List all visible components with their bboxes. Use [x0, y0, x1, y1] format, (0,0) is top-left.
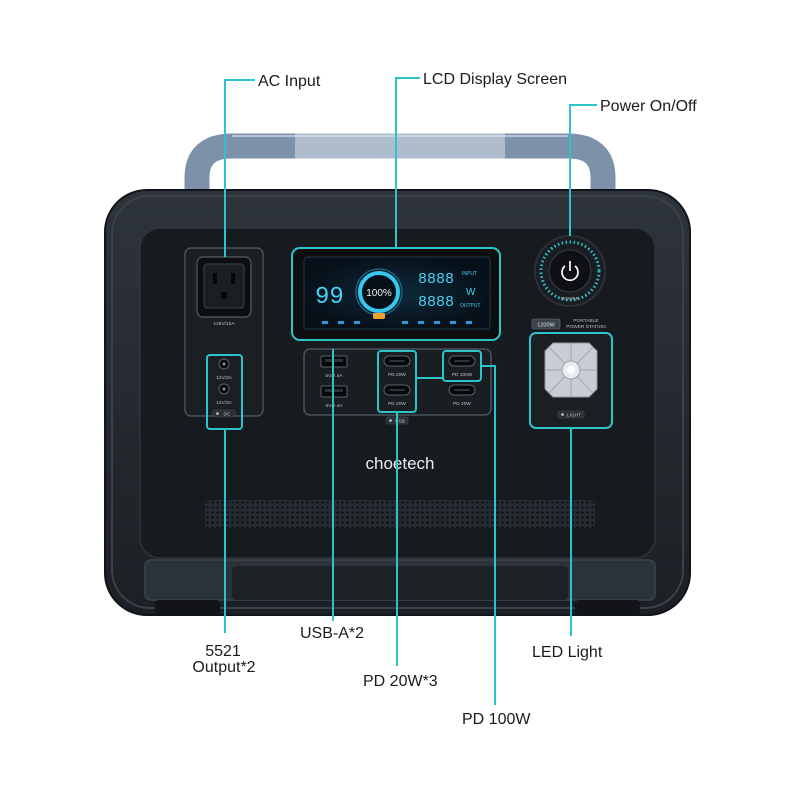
foot-right — [575, 600, 640, 614]
model-line-1: PORTABLE — [573, 318, 598, 324]
brand-logo: choetech — [366, 454, 435, 473]
lcd-status-icon — [322, 321, 328, 324]
label-usb-a: USB-A*2 — [300, 625, 364, 642]
lcd-unit: W — [466, 287, 476, 298]
label-pd-100w: PD 100W — [462, 711, 531, 728]
usb-switch-label: USB — [395, 419, 405, 425]
usb-a-port-2-rating: 5V/2.4A — [325, 403, 343, 409]
lcd-output-value: 8888 — [418, 294, 454, 311]
led-light: LIGHT — [529, 332, 613, 429]
usb-c-port-4-tongue — [454, 389, 470, 391]
dc-5521-outputs: 12V/3A 12V/3A DC — [206, 354, 243, 430]
usb-a-port-1-rating: 5V/2.4A — [325, 373, 343, 379]
label-power: Power On/Off — [600, 98, 697, 115]
callout-labels: AC Input LCD Display Screen Power On/Off… — [192, 71, 697, 728]
dc-switch — [212, 409, 236, 418]
callout-line-power — [569, 104, 597, 236]
bottom-recess — [232, 566, 568, 600]
carry-handle — [184, 133, 616, 214]
model-info: 1200W PORTABLE POWER STATION — [531, 318, 606, 330]
usb-switch-dot — [389, 419, 392, 422]
dc-switch-dot — [216, 412, 219, 415]
light-switch-label: LIGHT — [567, 413, 581, 419]
capacity-badge — [531, 318, 561, 330]
lcd-ring-percent: 100% — [366, 288, 392, 299]
usb-c-port-1-rating: PD 20W — [388, 372, 406, 378]
label-dc-output-line2: Output*2 — [192, 659, 255, 676]
ac-ground-hole — [221, 292, 227, 299]
capacity-badge-text: 1200W — [537, 323, 555, 329]
left-port-module: 125V/10A 12V/3A 12V/3A DC — [184, 247, 264, 430]
dc-port-2-rating: 12V/3A — [216, 400, 233, 406]
ac-slot-left — [213, 273, 217, 284]
lcd-input-value: 8888 — [418, 271, 454, 288]
usb-c-port-100w-rating: PD 100W — [452, 372, 473, 378]
callout-line-ac-input — [224, 79, 255, 257]
lcd-output-label: OUTPUT — [460, 303, 481, 309]
usb-c-port-100w-tongue — [454, 360, 470, 362]
label-ac-input: AC Input — [258, 73, 321, 90]
callout-lines — [224, 77, 597, 705]
light-switch — [557, 410, 585, 419]
power-icon — [561, 261, 579, 282]
ac-socket-face — [203, 263, 245, 309]
lcd-status-icon — [402, 321, 408, 324]
power-button-ring — [539, 240, 601, 302]
usb-c-port-2-tongue — [389, 389, 405, 391]
usb-c-port-1-tongue — [389, 360, 405, 362]
lcd-status-icon — [338, 321, 344, 324]
ac-socket: 125V/10A — [196, 256, 252, 327]
callout-line-lcd — [395, 77, 420, 248]
lcd-status-icon — [434, 321, 440, 324]
label-lcd-display: LCD Display Screen — [423, 71, 567, 88]
led-light-bulb — [567, 366, 575, 374]
lcd-status-icons — [322, 321, 472, 324]
label-pd-20w: PD 20W*3 — [363, 673, 438, 690]
light-switch-dot — [561, 413, 564, 416]
model-line-2: POWER STATION — [566, 324, 606, 330]
dc-switch-label: DC — [224, 412, 231, 418]
lcd-input-label: INPUT — [462, 271, 477, 277]
power-button: POWER — [534, 235, 606, 307]
foot-left — [155, 600, 220, 614]
dc-port-1-pin — [222, 362, 226, 366]
lcd-status-icon — [354, 321, 360, 324]
lcd-status-icon — [466, 321, 472, 324]
ac-socket-rating: 125V/10A — [213, 321, 235, 327]
power-button-label: POWER — [561, 296, 580, 302]
dc-port-1-rating: 12V/3A — [216, 375, 233, 381]
lcd-status-icon — [418, 321, 424, 324]
lcd-status-icon — [450, 321, 456, 324]
lcd-battery-ring — [358, 271, 400, 313]
lcd-charge-icon — [373, 313, 385, 319]
vent-grille — [205, 500, 595, 528]
callout-line-pd-100w — [416, 365, 496, 705]
lcd-battery-value: 99 — [315, 284, 344, 311]
label-led-light: LED Light — [532, 644, 603, 661]
lcd-display: 99 100% 8888 INPUT W 8888 OUTPUT — [291, 247, 501, 341]
usb-c-port-2-rating: PD 20W — [388, 401, 406, 407]
ac-slot-right — [231, 273, 235, 284]
label-dc-output-line1: 5521 — [205, 643, 241, 660]
usb-c-port-4-rating: PD 20W — [453, 401, 471, 407]
dc-port-2-pin — [222, 387, 226, 391]
